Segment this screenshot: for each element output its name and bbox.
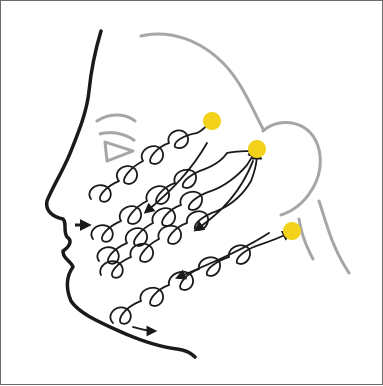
eye-outline bbox=[105, 142, 133, 161]
return-arrow-3 bbox=[179, 233, 269, 277]
return-arrow-2 bbox=[197, 161, 253, 229]
lymph-node-lower bbox=[283, 222, 301, 240]
eye-lid bbox=[99, 133, 135, 141]
neck-inner-contour bbox=[299, 219, 313, 259]
eye bbox=[99, 133, 135, 161]
lymph-node-upper bbox=[203, 112, 221, 130]
eyebrow-contour bbox=[97, 115, 135, 121]
forehead-contour bbox=[141, 34, 263, 129]
return-arrow-4 bbox=[133, 327, 153, 331]
spiral-row-2 bbox=[91, 151, 255, 242]
head-contour bbox=[97, 34, 349, 273]
lymph-node-middle bbox=[248, 140, 266, 158]
ear-contour bbox=[263, 123, 320, 215]
neck-back-contour bbox=[319, 201, 349, 273]
